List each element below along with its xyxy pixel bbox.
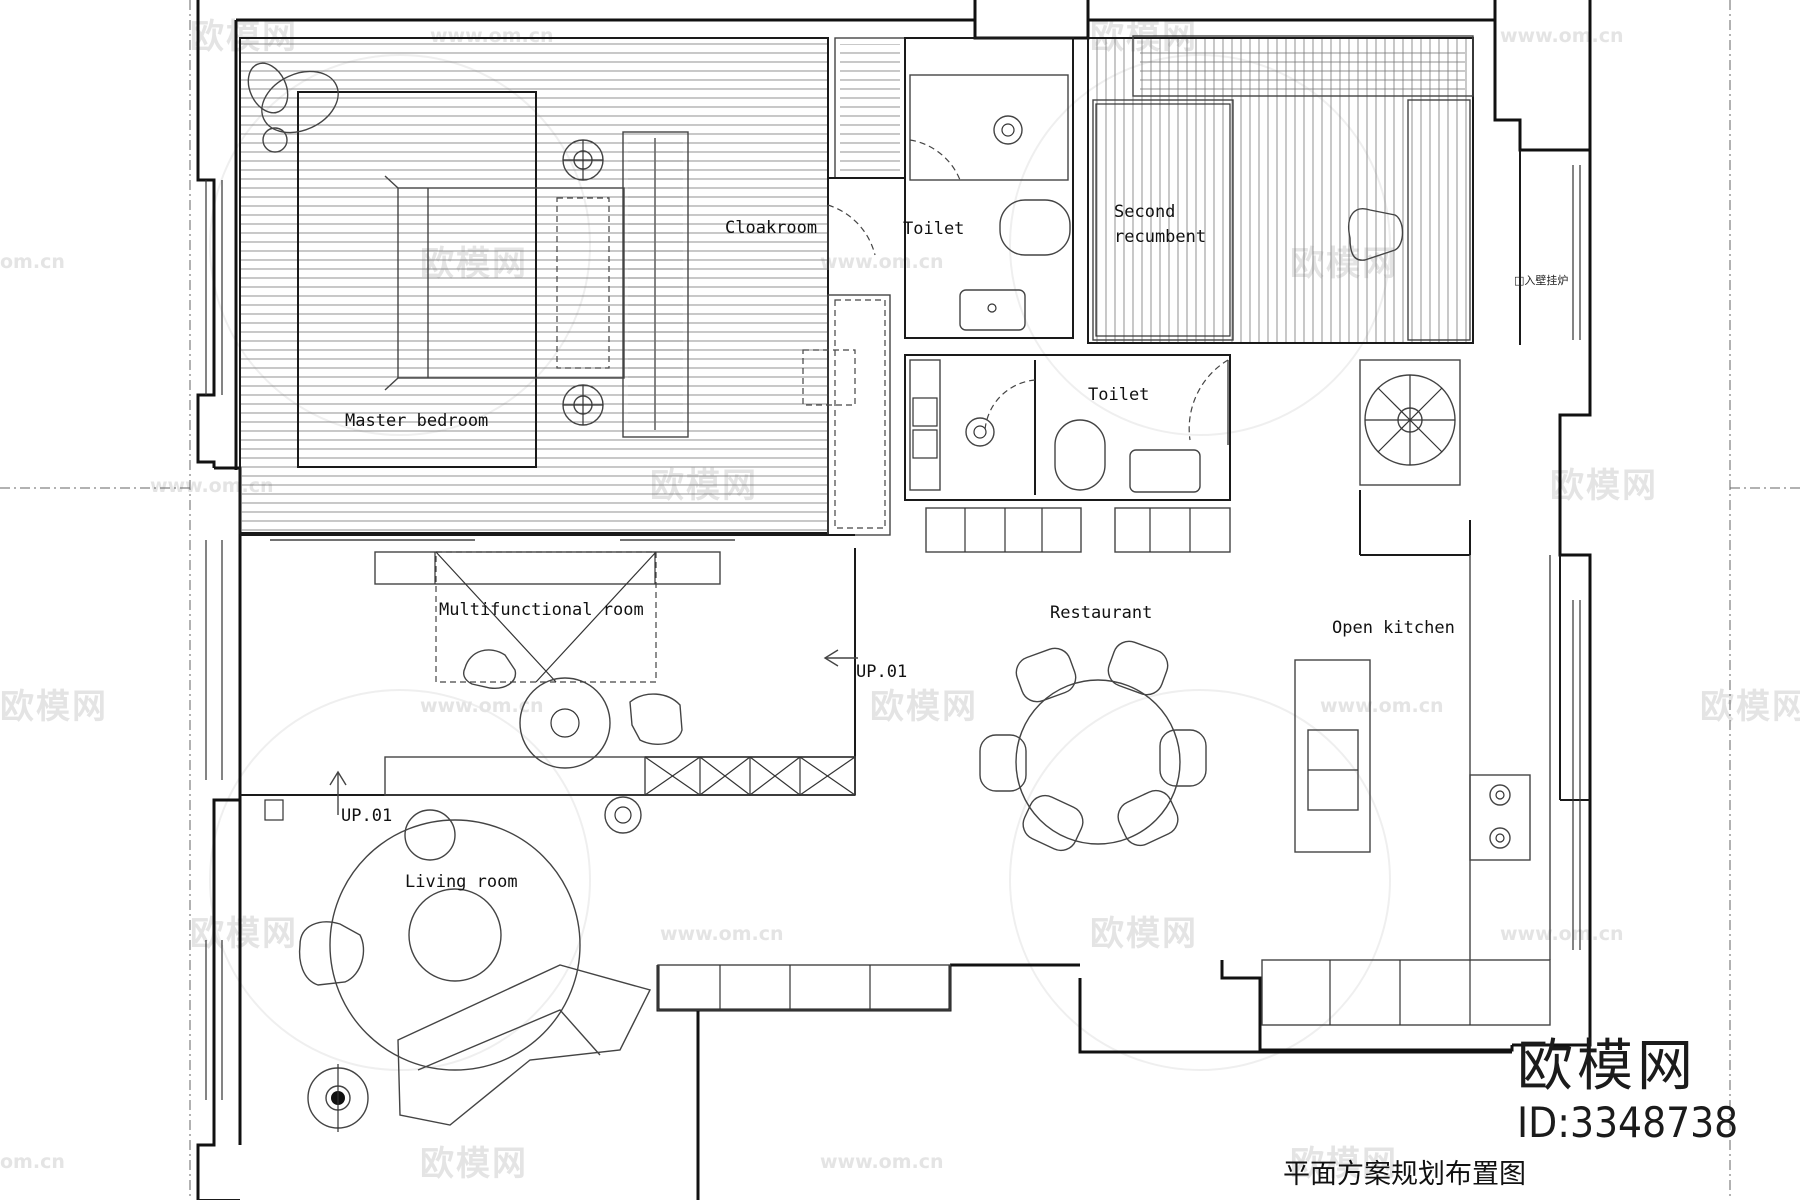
spiral-stair <box>1359 359 1461 486</box>
dining-table-icon <box>1015 679 1181 845</box>
cooktop <box>1469 774 1531 861</box>
side-table-icon <box>404 809 456 861</box>
room-label-open-kitchen: Open kitchen <box>1332 618 1455 638</box>
room-label-master-bedroom: Master bedroom <box>345 411 488 431</box>
room-label-restaurant: Restaurant <box>1050 603 1152 623</box>
toilet-upper: Toilet <box>827 37 1074 339</box>
sink-icon <box>1129 449 1201 493</box>
watermark-url: www.om.cn <box>820 1151 944 1173</box>
exterior-walls <box>196 0 1592 1200</box>
living-room-rug <box>329 819 581 1071</box>
second-recumbent-room: Second recumbent □入壁挂炉 <box>1087 35 1568 344</box>
watermark-text: 欧模网 <box>1700 687 1800 727</box>
bedside-lamp-icon <box>562 139 604 181</box>
floor-lamp-icon <box>307 1064 369 1132</box>
watermark-url: om.cn <box>0 1151 65 1173</box>
drawing-caption: 平面方案规划布置图 <box>1283 1159 1526 1190</box>
dining-chair-icon <box>979 734 1027 792</box>
coffee-table-icon <box>408 888 502 982</box>
watermark-text: 欧模网 <box>190 914 298 954</box>
room-label-toilet-lower: Toilet <box>1088 385 1149 405</box>
watermark-url: om.cn <box>0 251 65 273</box>
cloakroom: Cloakroom <box>622 37 906 536</box>
chair-icon <box>629 693 683 746</box>
bed <box>384 175 625 391</box>
dining-chair-icon <box>1117 789 1179 847</box>
restaurant-top-cabinets <box>925 490 1471 556</box>
room-label-multifunctional: Multifunctional room <box>439 600 644 620</box>
room-label-toilet-upper: Toilet <box>903 219 964 239</box>
toilet-bowl-icon <box>999 199 1071 256</box>
brand-name: 欧模网 <box>1517 1034 1697 1099</box>
open-kitchen: Open kitchen <box>1261 555 1551 1026</box>
up-label-left: UP.01 <box>341 806 392 826</box>
watermark-url: www.om.cn <box>660 923 784 945</box>
watermark-text: 欧模网 <box>0 687 108 727</box>
watermark-text: 欧模网 <box>1090 914 1198 954</box>
brand-block: 欧模网 ID:3348738 平面方案规划布置图 <box>1283 1034 1738 1190</box>
up-label-right: UP.01 <box>856 662 907 682</box>
equipment-note: □入壁挂炉 <box>1514 273 1568 287</box>
watermark-url: www.om.cn <box>420 695 544 717</box>
bedroom-rug <box>297 91 537 468</box>
chair-icon <box>463 649 517 689</box>
bedside-lamp-icon <box>562 384 604 426</box>
up-marker-left: UP.01 <box>329 770 392 826</box>
room-label-cloakroom: Cloakroom <box>725 218 817 238</box>
watermark-url: www.om.cn <box>1500 25 1624 47</box>
shower-drain-icon <box>965 417 995 447</box>
burner-icon <box>1489 827 1511 849</box>
dining-chair-icon <box>1159 729 1207 787</box>
shower-drain-icon <box>993 115 1023 145</box>
toilet-lower: Toilet <box>904 354 1231 501</box>
multifunctional-room: Multifunctional room <box>240 534 856 834</box>
room-label-second-line1: Second <box>1114 202 1175 222</box>
kitchen-counter <box>1261 959 1551 1026</box>
toilet-bowl-icon <box>1054 419 1106 491</box>
watermark-url: www.om.cn <box>820 251 944 273</box>
dining-chair-icon <box>1107 640 1169 696</box>
burner-icon <box>1489 784 1511 806</box>
sink-icon <box>959 289 1026 331</box>
watermark-url: www.om.cn <box>1500 923 1624 945</box>
restaurant: Restaurant <box>979 603 1207 852</box>
room-label-second-line2: recumbent <box>1114 227 1206 247</box>
watermark-text: 欧模网 <box>420 1144 528 1184</box>
watermark-text: 欧模网 <box>1290 1144 1398 1184</box>
watermark-text: 欧模网 <box>1550 466 1658 506</box>
watermark-text: 欧模网 <box>870 687 978 727</box>
armchair-icon <box>298 921 365 986</box>
watermark-url: www.om.cn <box>1320 695 1444 717</box>
dining-chair-icon <box>1022 794 1084 852</box>
dining-chair-icon <box>1015 647 1077 703</box>
living-room: Living room <box>240 794 951 1132</box>
plant-icon <box>604 796 642 834</box>
brand-id: ID:3348738 <box>1517 1098 1738 1147</box>
kitchen-island <box>1294 659 1371 853</box>
up-marker-right: UP.01 <box>823 649 907 682</box>
tv-cabinet <box>657 964 951 1011</box>
windows <box>205 165 1581 1100</box>
desk-chair-icon <box>1348 208 1404 261</box>
lounge-chair-icon <box>247 62 339 153</box>
master-bedroom: Master bedroom <box>239 37 829 534</box>
round-table-icon <box>519 677 611 769</box>
room-label-living-room: Living room <box>405 872 518 892</box>
sofa-icon <box>397 964 652 1126</box>
